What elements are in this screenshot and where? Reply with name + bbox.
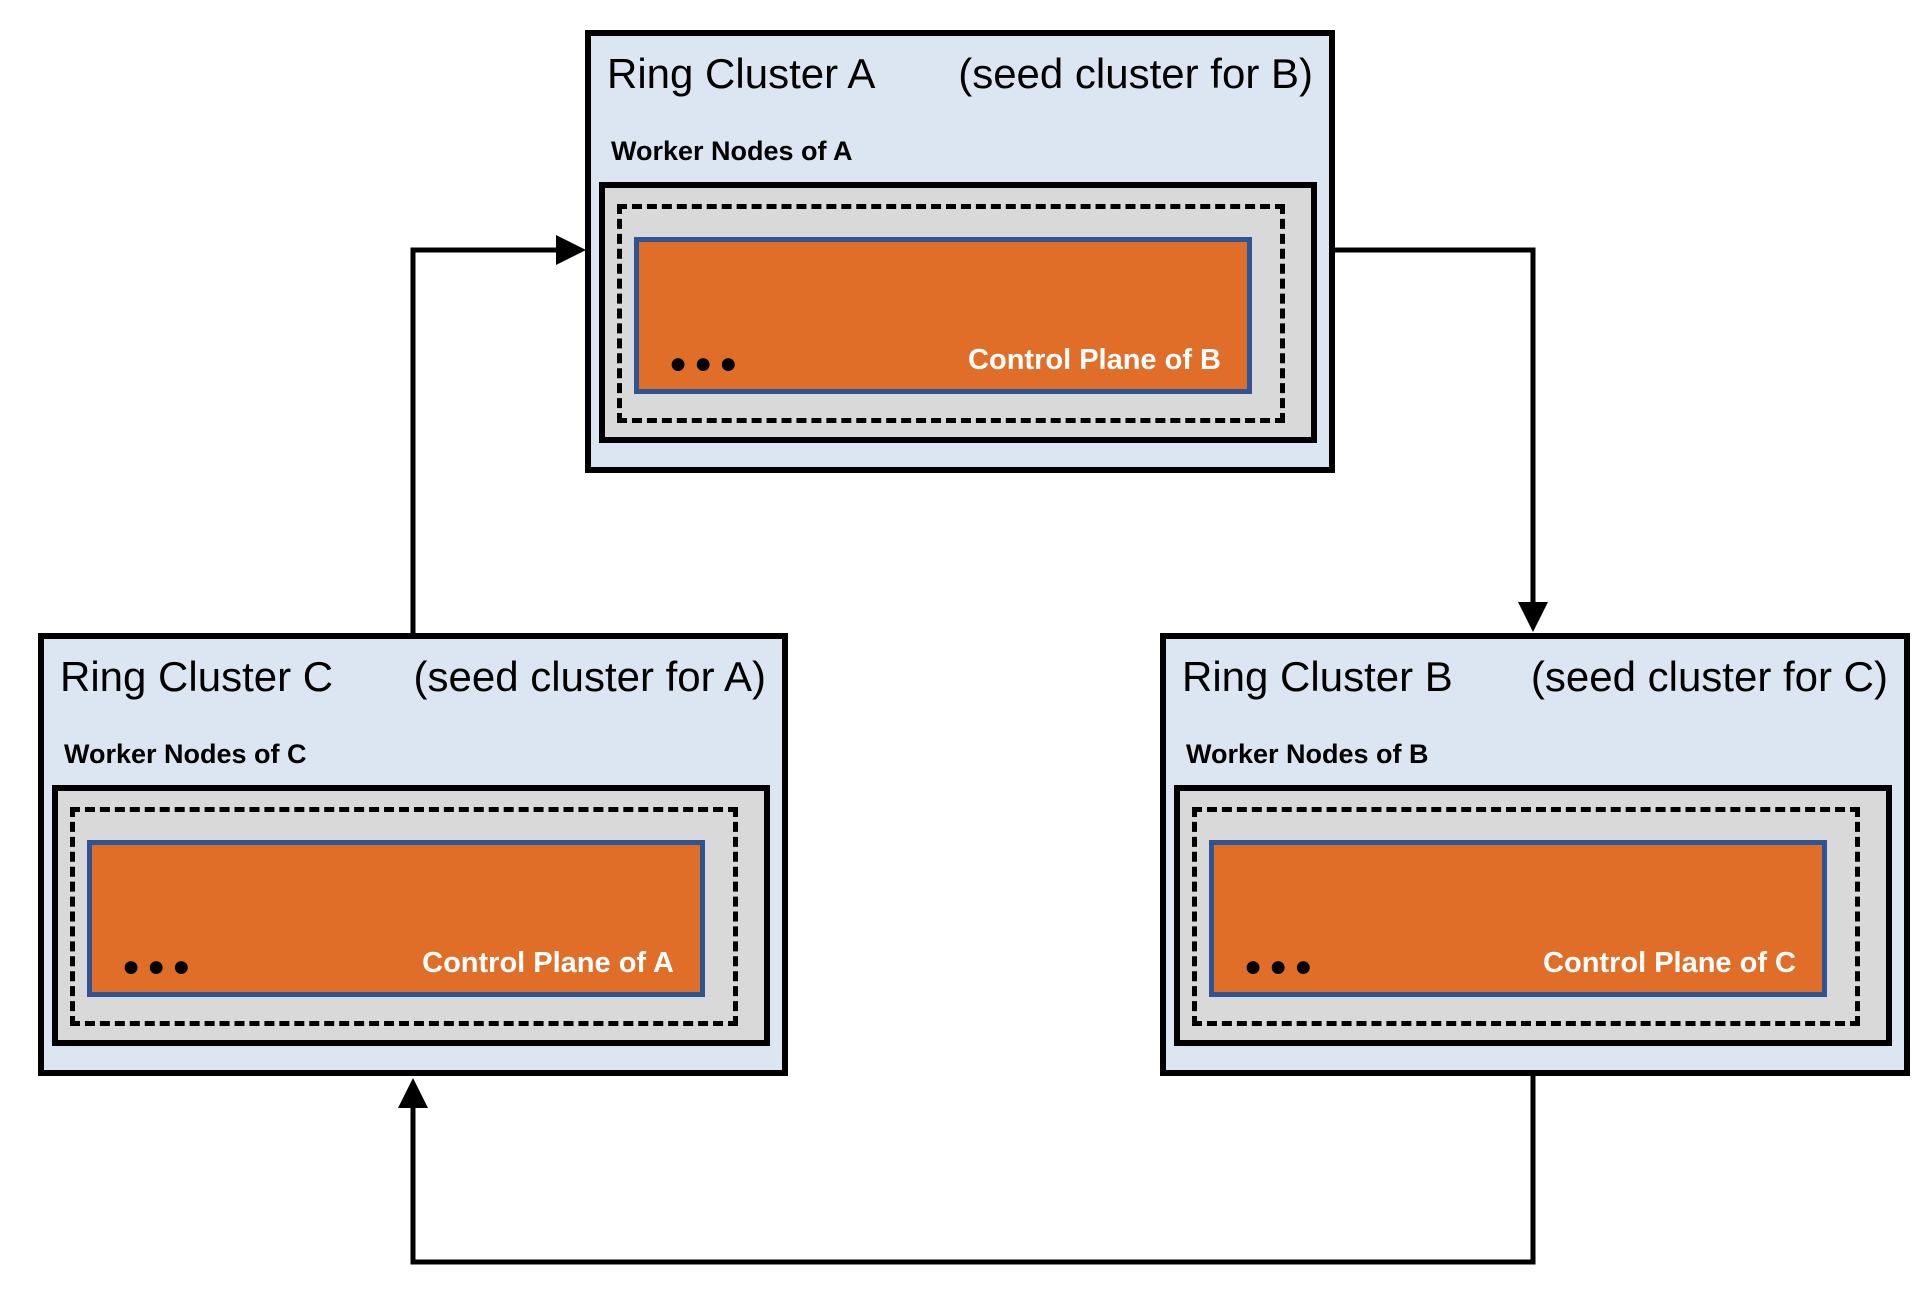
cluster-a-worker-node-box: ●●● Control Plane of B [599, 182, 1317, 443]
cluster-c-worker-label: Worker Nodes of C [64, 739, 307, 769]
cluster-c-dashed-boundary: ●●● Control Plane of A [70, 807, 738, 1026]
cluster-b-title-row: Ring Cluster B (seed cluster for C) [1182, 653, 1888, 701]
cluster-c-control-plane-label: Control Plane of A [422, 947, 674, 980]
cluster-c-name: Ring Cluster C [60, 653, 334, 700]
arrow-c-to-a [410, 235, 586, 636]
cluster-b-worker-label: Worker Nodes of B [1186, 739, 1429, 769]
cluster-a-dashed-boundary: ●●● Control Plane of B [617, 204, 1285, 423]
cluster-c-title-row: Ring Cluster C (seed cluster for A) [60, 653, 766, 701]
cluster-b-ellipsis-dots: ●●● [1244, 950, 1320, 983]
cluster-b-control-plane-label: Control Plane of C [1543, 947, 1796, 980]
cluster-a: Ring Cluster A (seed cluster for B) Work… [585, 30, 1335, 473]
cluster-b-name: Ring Cluster B [1182, 653, 1453, 700]
cluster-a-seed-note: (seed cluster for B) [958, 50, 1313, 97]
cluster-b-dashed-boundary: ●●● Control Plane of C [1192, 807, 1860, 1026]
cluster-c-ellipsis-dots: ●●● [122, 950, 198, 983]
cluster-a-hosted-control-plane: ●●● Control Plane of B [634, 237, 1252, 394]
cluster-b-worker-node-box: ●●● Control Plane of C [1174, 785, 1892, 1046]
cluster-b-hosted-control-plane: ●●● Control Plane of C [1209, 840, 1827, 997]
cluster-a-title-row: Ring Cluster A (seed cluster for B) [607, 50, 1313, 98]
cluster-a-worker-label: Worker Nodes of A [611, 136, 853, 166]
cluster-c-hosted-control-plane: ●●● Control Plane of A [87, 840, 705, 997]
cluster-b-seed-note: (seed cluster for C) [1530, 653, 1888, 700]
cluster-a-control-plane-label: Control Plane of B [968, 344, 1221, 377]
cluster-b: Ring Cluster B (seed cluster for C) Work… [1160, 633, 1910, 1076]
cluster-a-ellipsis-dots: ●●● [669, 347, 745, 380]
cluster-c-worker-node-box: ●●● Control Plane of A [52, 785, 770, 1046]
arrow-b-to-c [398, 1072, 1536, 1265]
cluster-a-name: Ring Cluster A [607, 50, 876, 97]
cluster-c-seed-note: (seed cluster for A) [413, 653, 766, 700]
arrow-a-to-b [1330, 247, 1548, 632]
cluster-c: Ring Cluster C (seed cluster for A) Work… [38, 633, 788, 1076]
